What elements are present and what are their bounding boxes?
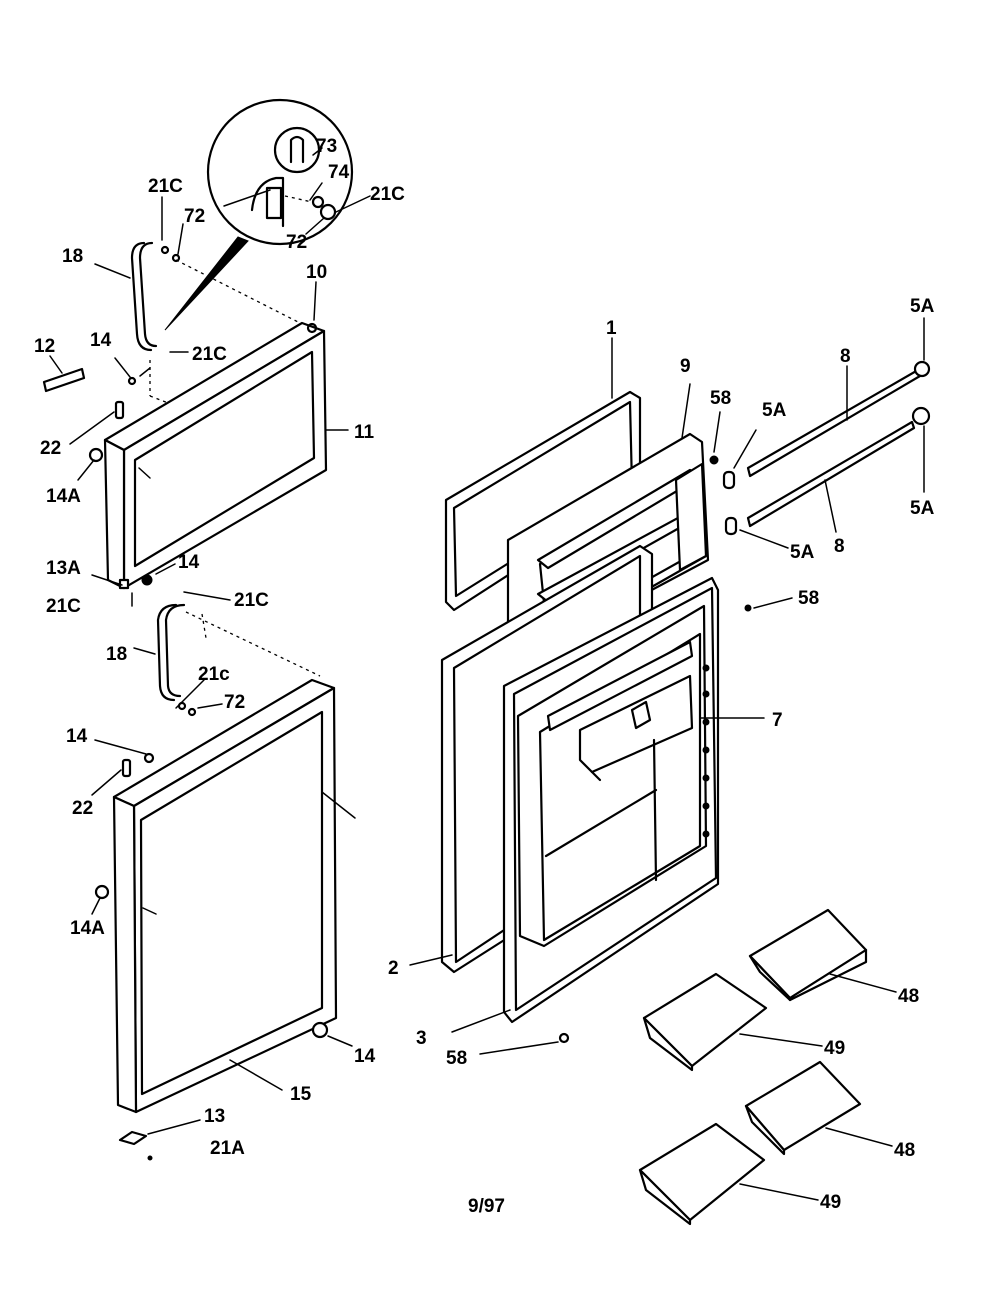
- label-58-top: 58: [710, 388, 731, 409]
- label-14-bottom-right: 14: [354, 1046, 376, 1067]
- label-21c-left: 21C: [46, 596, 81, 617]
- label-48-bottom: 48: [894, 1140, 915, 1161]
- upper-door-frame: [42, 281, 349, 607]
- fresh-food-door-liner-part-3: [451, 576, 793, 1055]
- label-18-top: 18: [62, 246, 83, 267]
- label-21c-detail: 21C: [370, 184, 405, 205]
- label-7: 7: [772, 710, 783, 731]
- label-14-bottom-left: 14: [66, 726, 88, 747]
- label-1: 1: [606, 318, 617, 339]
- label-2: 2: [388, 958, 399, 979]
- door-bin-48-lower: [744, 1060, 893, 1156]
- detail-callout-circle: [164, 98, 371, 331]
- part-labels: 73 74 21C 72 21C 72 18 10 21C 12 14 22 1…: [34, 136, 935, 1217]
- label-21a: 21A: [210, 1138, 245, 1159]
- label-12: 12: [34, 336, 55, 357]
- label-5a-lower: 5A: [790, 542, 815, 563]
- label-5a-top-right: 5A: [910, 296, 935, 317]
- label-72-lower: 72: [224, 692, 245, 713]
- label-73: 73: [316, 136, 337, 157]
- label-15: 15: [290, 1084, 312, 1105]
- label-9: 9: [680, 356, 691, 377]
- label-5a-mid: 5A: [762, 400, 787, 421]
- label-14-upper: 14: [90, 330, 112, 351]
- door-bin-48-upper: [748, 908, 897, 1002]
- door-bin-49-upper: [642, 972, 823, 1072]
- date-code: 9/97: [468, 1196, 505, 1217]
- label-21c-top: 21C: [148, 176, 183, 197]
- label-13a: 13A: [46, 558, 81, 579]
- label-21c-right: 21C: [234, 590, 269, 611]
- label-74: 74: [328, 162, 350, 183]
- door-rack-bars: [722, 317, 931, 549]
- label-11: 11: [354, 422, 375, 443]
- label-13: 13: [204, 1106, 225, 1127]
- label-72-top: 72: [184, 206, 205, 227]
- label-58-bottom: 58: [446, 1048, 467, 1069]
- label-21c-mid: 21C: [192, 344, 227, 365]
- label-21c-lower: 21c: [198, 664, 230, 685]
- label-49-top: 49: [824, 1038, 845, 1059]
- label-3: 3: [416, 1028, 427, 1049]
- label-5a-right: 5A: [910, 498, 935, 519]
- label-10: 10: [306, 262, 327, 283]
- label-14-lower-frame: 14: [178, 552, 200, 573]
- label-49-bottom: 49: [820, 1192, 841, 1213]
- lower-door-frame: [91, 678, 356, 1161]
- label-22-upper: 22: [40, 438, 61, 459]
- lower-handle-assembly: [133, 603, 321, 717]
- label-18-bottom: 18: [106, 644, 127, 665]
- label-58-mid: 58: [798, 588, 819, 609]
- label-22-lower: 22: [72, 798, 93, 819]
- label-8-top: 8: [840, 346, 851, 367]
- door-bin-49-lower: [638, 1122, 819, 1226]
- label-8-bottom: 8: [834, 536, 845, 557]
- label-72-detail: 72: [286, 232, 307, 253]
- label-14a-upper: 14A: [46, 486, 81, 507]
- label-48-top: 48: [898, 986, 919, 1007]
- label-14a-lower: 14A: [70, 918, 105, 939]
